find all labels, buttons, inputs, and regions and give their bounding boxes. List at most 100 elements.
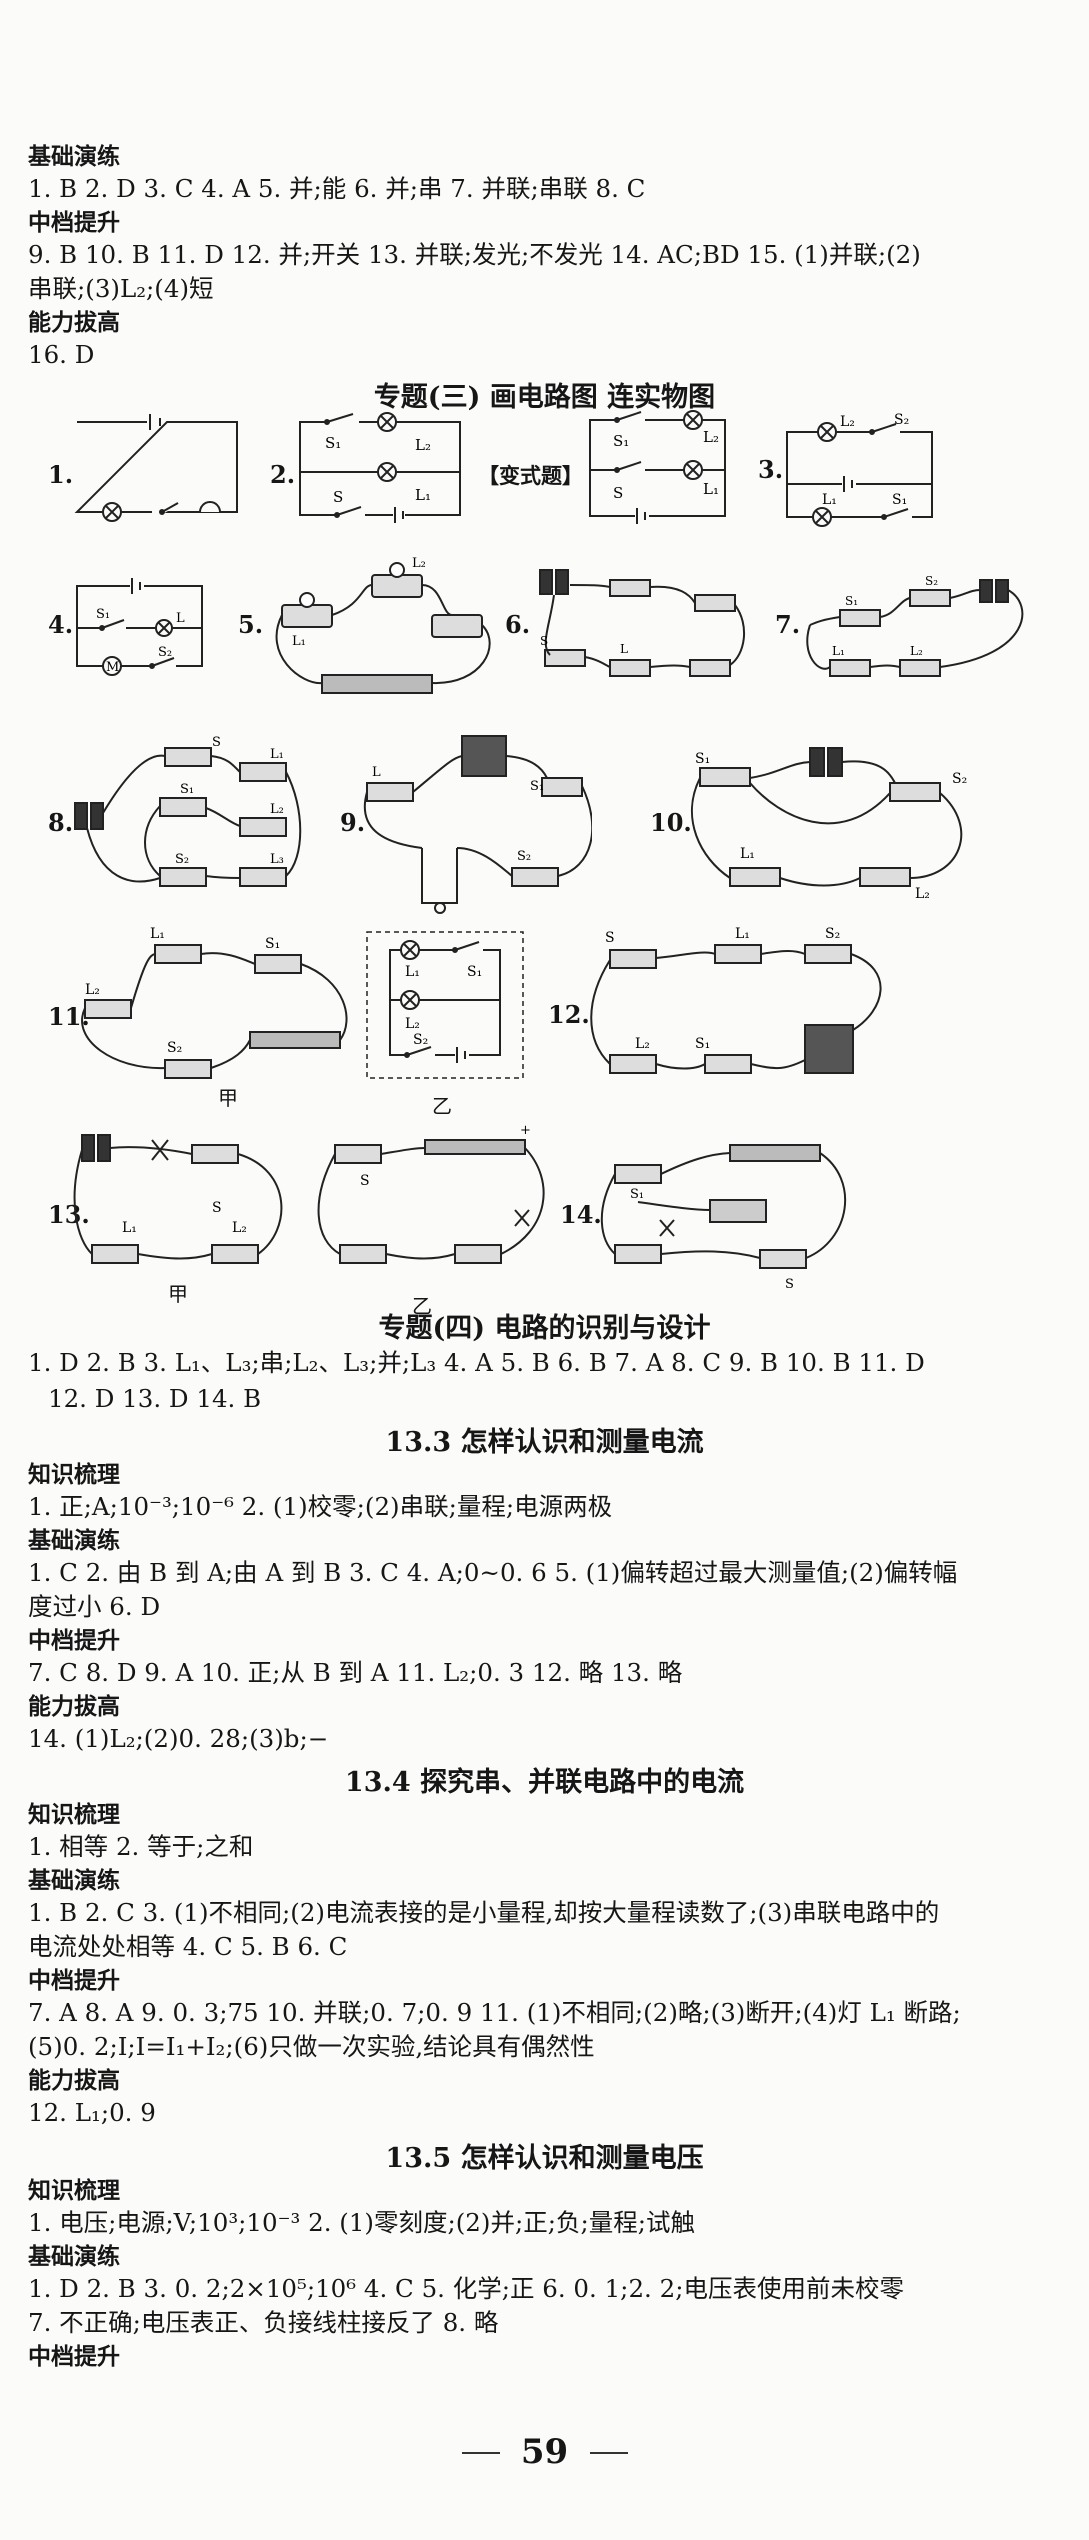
svg-text:L₃: L₃ [270,852,284,867]
svg-text:S₂: S₂ [517,849,531,864]
section-head-knowledge: 知识梳理 [28,2178,120,2204]
caption-jia: 甲 [168,1282,188,1306]
section-head-mid: 中档提升 [28,210,120,236]
figure-number: 9. [340,808,366,837]
wiring-figure-11-jia: L₁ S₁ L₂ S₂ [75,920,355,1090]
svg-text:S: S [785,1277,794,1290]
answer-line: 度过小 6. D [28,1592,161,1621]
figure-number: 4. [48,610,74,639]
answer-line: 1. D 2. B 3. 0. 2;2×10⁵;10⁶ 4. C 5. 化学;正… [28,2274,904,2303]
svg-text:S₂: S₂ [894,412,909,428]
svg-text:S₂: S₂ [175,852,189,867]
wiring-figure-8: S L₁ S₁ L₂ S₂ L₃ [70,728,310,903]
svg-text:S₂: S₂ [925,574,938,588]
topic3-title: 专题(三) 画电路图 连实物图 [373,382,716,413]
svg-text:L₁: L₁ [740,846,755,862]
answer-line: 9. B 10. B 11. D 12. 并;开关 13. 并联;发光;不发光 … [28,240,921,269]
answer-line: 7. A 8. A 9. 0. 3;75 10. 并联;0. 7;0. 9 11… [28,1998,961,2027]
svg-text:L₂: L₂ [412,556,426,571]
svg-text:L₁: L₁ [270,747,284,762]
answer-line: 1. B 2. C 3. (1)不相同;(2)电流表接的是小量程,却按大量程读数… [28,1898,940,1927]
figure-number: 6. [505,610,531,639]
answer-line: 1. 正;A;10⁻³;10⁻⁶ 2. (1)校零;(2)串联;量程;电源两极 [28,1492,613,1521]
svg-text:L₁: L₁ [735,926,750,942]
circuit-diagram-3: L₂ S₂ L₁ S₁ [782,412,942,527]
svg-text:L₁: L₁ [703,480,719,498]
section-head-knowledge: 知识梳理 [28,1802,120,1828]
svg-text:S₁: S₁ [467,964,482,980]
figure-number: 1. [48,460,74,489]
svg-text:S: S [360,1173,370,1189]
figure-number: 8. [48,808,74,837]
answer-line: 电流处处相等 4. C 5. B 6. C [28,1932,348,1961]
wiring-figure-14: S₁ S [600,1130,860,1290]
section-head-mid: 中档提升 [28,2344,120,2370]
circuit-diagram-4: S₁ L M S₂ [72,578,212,678]
answer-line: 12. D 13. D 14. B [48,1384,262,1413]
figure-number: 3. [758,455,784,484]
svg-text:+: + [520,1123,531,1138]
wiring-figure-13-jia: L₁ S L₂ [72,1120,302,1280]
answer-line: 7. C 8. D 9. A 10. 正;从 B 到 A 11. L₂;0. 3… [28,1658,683,1687]
svg-text:S₂: S₂ [413,1032,428,1048]
svg-text:L₁: L₁ [292,634,306,649]
section-13-4-title: 13.4 探究串、并联电路中的电流 [344,1767,745,1798]
variant-label: 【变式题】 [478,463,583,488]
section-head-basic: 基础演练 [28,144,120,170]
svg-text:S₂: S₂ [167,1040,182,1056]
section-head-ability: 能力拔高 [28,2068,120,2094]
caption-yi: 乙 [432,1094,452,1118]
figure-number: 12. [548,1000,590,1029]
svg-text:L₁: L₁ [122,1220,137,1236]
svg-text:L₂: L₂ [910,644,923,658]
figure-number: 5. [238,610,264,639]
section-13-3-title: 13.3 怎样认识和测量电流 [385,1427,704,1458]
section-head-mid: 中档提升 [28,1628,120,1654]
svg-text:S: S [212,735,221,750]
svg-text:L₁: L₁ [150,926,165,942]
svg-text:L₂: L₂ [405,1016,420,1032]
wiring-figure-13-yi: S + [315,1120,555,1280]
svg-text:S₂: S₂ [158,645,172,660]
svg-text:L₁: L₁ [822,492,837,508]
svg-text:L₂: L₂ [232,1220,247,1236]
svg-text:L₂: L₂ [415,436,431,454]
answer-line: 1. 相等 2. 等于;之和 [28,1832,254,1861]
answer-line: 16. D [28,340,95,369]
section-head-ability: 能力拔高 [28,310,120,336]
svg-text:L₁: L₁ [405,964,420,980]
circuit-diagram-variant: S₁ L₂ S L₁ [585,408,735,526]
section-head-basic: 基础演练 [28,1868,120,1894]
section-head-basic: 基础演练 [28,1528,120,1554]
circuit-diagram-1 [72,412,242,522]
section-head-ability: 能力拔高 [28,1694,120,1720]
svg-text:S₁: S₁ [892,492,907,508]
wiring-figure-9: L S₁ S₂ [362,728,592,928]
svg-text:S₁: S₁ [96,607,110,622]
figure-number: 14. [560,1200,602,1229]
svg-text:S₁: S₁ [613,432,629,450]
answer-line: 12. L₁;0. 9 [28,2098,156,2127]
answer-line: 7. 不正确;电压表正、负接线柱接反了 8. 略 [28,2308,499,2337]
page-number: 59 [520,2432,569,2472]
answer-line: 1. 电压;电源;V;10³;10⁻³ 2. (1)零刻度;(2)并;正;负;量… [28,2208,695,2237]
figure-number: 7. [775,610,801,639]
topic4-title: 专题(四) 电路的识别与设计 [378,1313,711,1344]
svg-text:S: S [605,930,615,946]
answer-line: 14. (1)L₂;(2)0. 28;(3)b;− [28,1724,329,1753]
svg-text:S₂: S₂ [825,926,840,942]
wiring-figure-5: L₁ L₂ [262,545,512,705]
svg-text:L₂: L₂ [915,886,930,902]
section-13-5-title: 13.5 怎样认识和测量电压 [385,2143,704,2174]
section-head-basic: 基础演练 [28,2244,120,2270]
answer-line: 1. B 2. D 3. C 4. A 5. 并;能 6. 并;串 7. 并联;… [28,174,646,203]
figure-number: 13. [48,1200,90,1229]
svg-text:L: L [372,765,381,780]
answer-line: 1. C 2. 由 B 到 A;由 A 到 B 3. C 4. A;0~0. 6… [28,1558,958,1587]
svg-text:S₁: S₁ [845,594,858,608]
wiring-figure-6: S L [530,565,750,685]
page-number-dash-right [590,2452,628,2454]
caption-yi: 乙 [412,1294,432,1318]
wiring-figure-7: S₁ S₂ L₁ L₂ [800,565,1040,685]
